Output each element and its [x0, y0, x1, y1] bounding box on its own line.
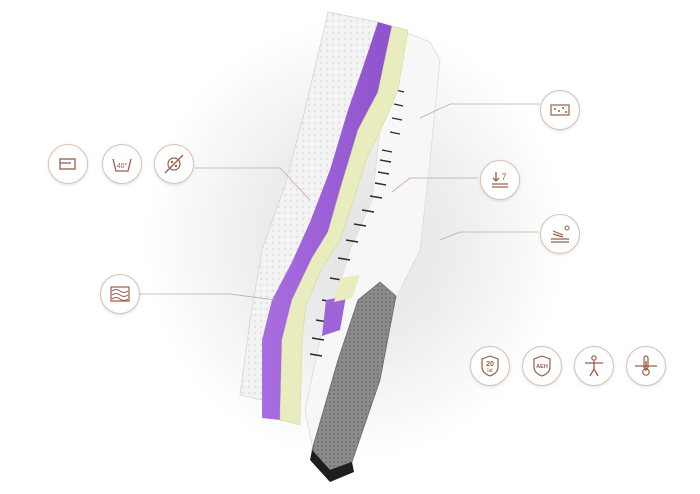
inner-foam-strip: [322, 296, 346, 336]
anti-allergy-icon: [154, 144, 194, 184]
base-edge: [310, 450, 354, 482]
firmness-7-icon: 7: [480, 160, 520, 200]
warranty-years: 20: [486, 361, 494, 368]
aeh-shield-icon: AEH: [522, 346, 562, 386]
breathable-foam-icon: [540, 90, 580, 130]
thermo-icon: [626, 346, 666, 386]
wash-40-icon: 40°: [102, 144, 142, 184]
aeh-label: AEH: [536, 364, 548, 370]
ventilation-icon: [540, 214, 580, 254]
wash-temp-label: 40°: [117, 162, 128, 170]
tumble-dry-icon: [48, 144, 88, 184]
body-support-icon: [574, 346, 614, 386]
pocket-springs: [309, 89, 405, 357]
firmness-value: 7: [501, 172, 506, 182]
memory-foam-layer: [262, 22, 392, 420]
support-foam-layer: [279, 25, 409, 426]
warranty-unit: lat: [487, 368, 493, 374]
leader-lines: [140, 103, 540, 301]
springs-icon: [100, 274, 140, 314]
inner-green-strip: [334, 275, 360, 302]
